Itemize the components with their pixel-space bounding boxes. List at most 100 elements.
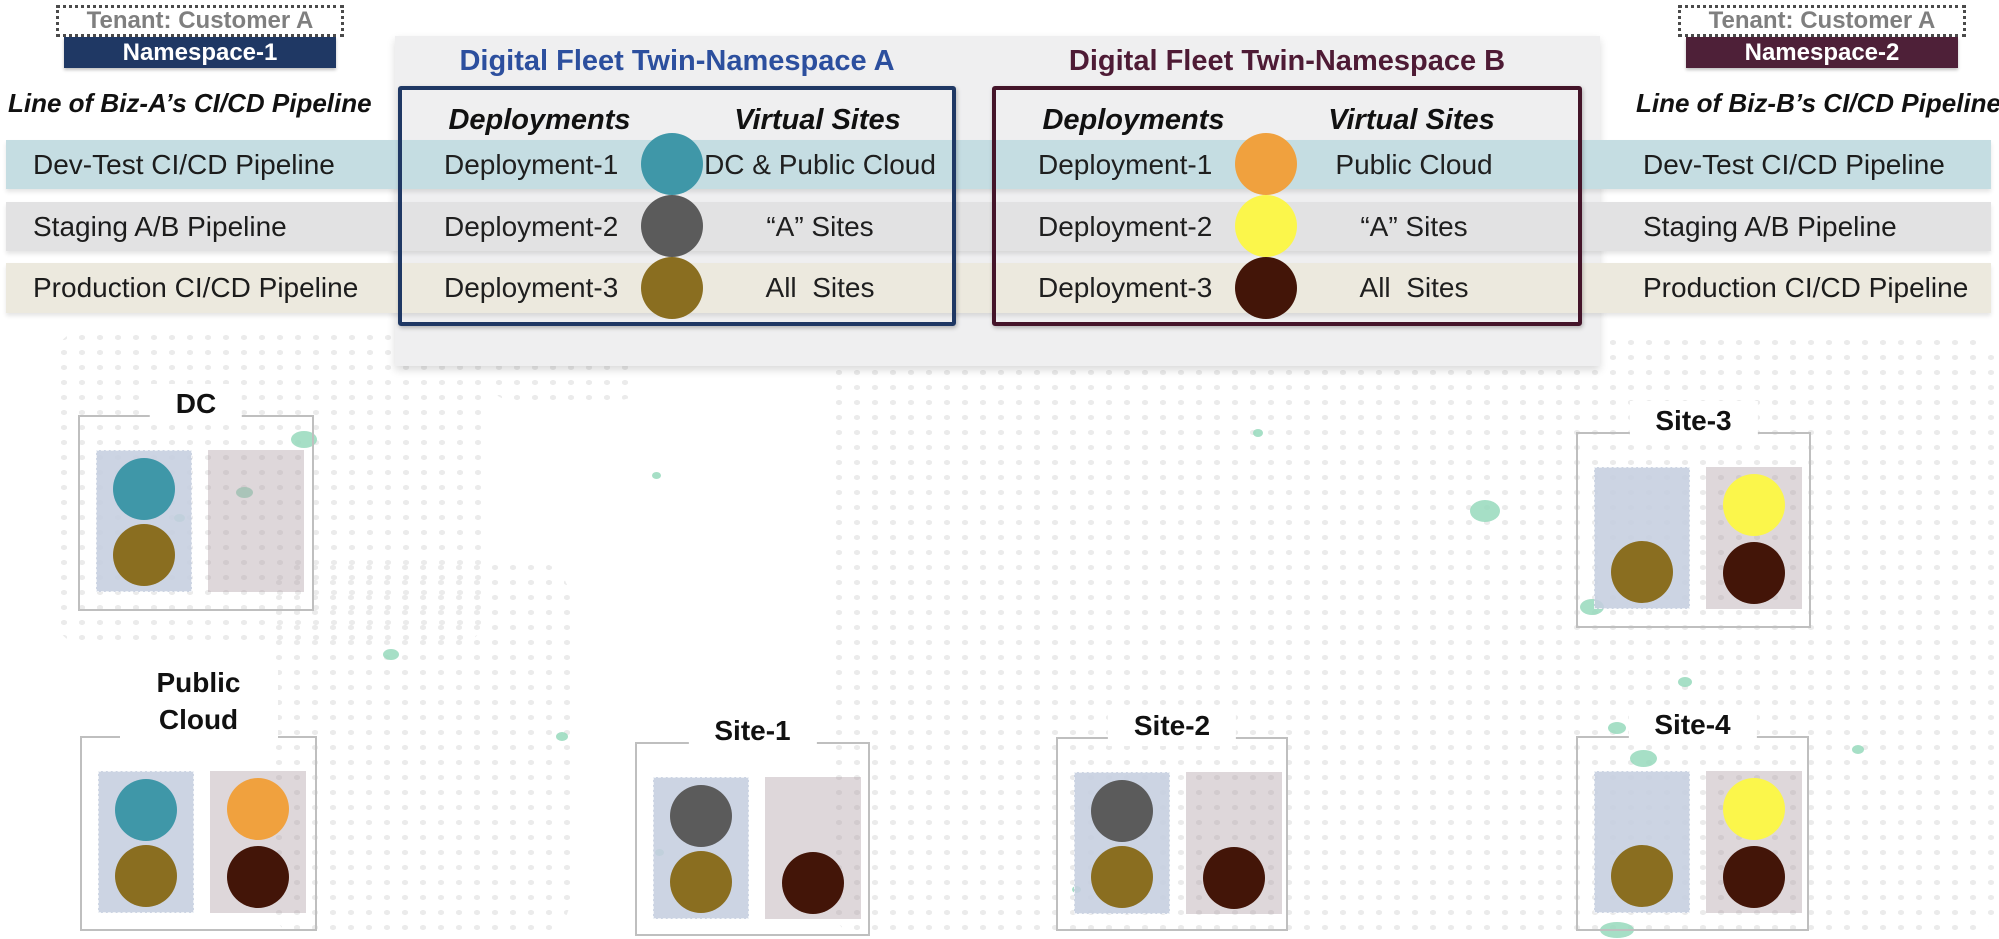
ns1-deployments-box bbox=[96, 450, 192, 592]
ns1-deployments-box bbox=[1594, 771, 1690, 913]
deployment-dot-yellow bbox=[1235, 195, 1297, 257]
tenant-badge-right: Tenant: Customer A bbox=[1678, 5, 1966, 37]
site-2: Site-2 bbox=[1056, 706, 1288, 931]
virtual-sites-label: All Sites bbox=[1359, 272, 1469, 303]
deployment-3-dot-brown bbox=[227, 846, 289, 908]
deployment-label: Deployment-1 bbox=[444, 149, 619, 180]
deployment-3-dot-olive bbox=[1091, 846, 1153, 908]
virtual-sites-label: DC & Public Cloud bbox=[704, 149, 936, 180]
fleet-b-row-3: Deployment-3 All Sites bbox=[996, 257, 1578, 319]
tenant-label: Tenant: Customer A bbox=[1708, 7, 1936, 34]
deployment-label: Deployment-1 bbox=[1038, 149, 1213, 180]
site-label: Site-4 bbox=[1628, 705, 1757, 745]
fleet-a-row-3: Deployment-3 All Sites bbox=[402, 257, 952, 319]
deployment-dot-olive bbox=[641, 257, 703, 319]
deployment-3-dot-olive bbox=[670, 851, 732, 913]
deployment-1-dot-teal bbox=[113, 458, 175, 520]
deployment-label: Deployment-2 bbox=[1038, 211, 1213, 242]
pipeline-band-staging bbox=[6, 202, 1991, 251]
deployment-3-dot-brown bbox=[1723, 542, 1785, 604]
site-3: Site-3 bbox=[1576, 401, 1811, 628]
site-label: DC bbox=[149, 384, 243, 424]
virtual-sites-label: Public Cloud bbox=[1335, 149, 1493, 180]
namespace-label: Namespace-2 bbox=[1744, 38, 1900, 66]
deployment-1-dot-orange bbox=[227, 778, 289, 840]
tenant-badge-left: Tenant: Customer A bbox=[56, 5, 344, 37]
ns2-deployments-box bbox=[208, 450, 304, 592]
ns2-deployments-box bbox=[1706, 771, 1802, 913]
deployment-dot-gray bbox=[641, 195, 703, 257]
site-public-cloud: Public Cloud bbox=[80, 664, 317, 931]
map-accent-dot bbox=[556, 732, 568, 741]
fleet-a-title: Digital Fleet Twin-Namespace A bbox=[459, 45, 895, 77]
pipeline-label-right-dev: Dev-Test CI/CD Pipeline bbox=[1643, 149, 1945, 180]
fleet-b-row-2: Deployment-2 “A” Sites bbox=[996, 195, 1578, 257]
lob-a-label: Line of Biz-A’s CI/CD Pipeline bbox=[8, 88, 372, 118]
ns1-deployments-box bbox=[1594, 467, 1690, 609]
fleet-b-table: Deployments Virtual Sites Deployment-1 P… bbox=[992, 86, 1582, 326]
deployment-3-dot-olive bbox=[115, 845, 177, 907]
ns1-deployments-box bbox=[1074, 772, 1170, 914]
map-region-eurasia-africa bbox=[830, 335, 1999, 939]
pipeline-label-left-dev: Dev-Test CI/CD Pipeline bbox=[33, 149, 335, 180]
deployment-label: Deployment-3 bbox=[1038, 272, 1213, 303]
site-label: Public Cloud bbox=[119, 664, 278, 738]
pipeline-band-dev-test bbox=[6, 140, 1991, 189]
ns2-deployments-box bbox=[765, 777, 861, 919]
fleet-a-col-deployments: Deployments bbox=[448, 104, 631, 136]
map-accent-dot bbox=[383, 649, 399, 660]
map-accent-dot bbox=[1678, 677, 1692, 687]
ns1-deployments-box bbox=[98, 771, 194, 913]
pipeline-label-left-stg: Staging A/B Pipeline bbox=[33, 211, 287, 242]
deployment-2-dot-yellow bbox=[1723, 474, 1785, 536]
deployment-3-dot-olive bbox=[1611, 845, 1673, 907]
deployment-3-dot-olive bbox=[113, 524, 175, 586]
namespace-2-badge: Namespace-2 bbox=[1686, 37, 1958, 68]
pipeline-label-right-prd: Production CI/CD Pipeline bbox=[1643, 272, 1969, 303]
ns2-deployments-box bbox=[1186, 772, 1282, 914]
lob-b-label: Line of Biz-B’s CI/CD Pipeline bbox=[1636, 88, 1999, 118]
virtual-sites-label: “A” Sites bbox=[1360, 211, 1468, 242]
map-accent-dot bbox=[1253, 429, 1263, 437]
site-label: Site-2 bbox=[1107, 706, 1237, 746]
pipeline-band-production bbox=[6, 263, 1991, 313]
site-4: Site-4 bbox=[1576, 705, 1809, 931]
fleet-a-col-virtual-sites: Virtual Sites bbox=[734, 104, 901, 136]
ns2-deployments-box bbox=[1706, 467, 1802, 609]
fleet-a-row-1: Deployment-1 DC & Public Cloud bbox=[402, 133, 952, 195]
deployment-2-dot-gray bbox=[1091, 780, 1153, 842]
fleet-b-row-1: Deployment-1 Public Cloud bbox=[996, 133, 1578, 195]
map-accent-dot bbox=[652, 472, 661, 479]
deployment-1-dot-teal bbox=[115, 779, 177, 841]
fleet-b-title: Digital Fleet Twin-Namespace B bbox=[1068, 45, 1506, 77]
fleet-a-table: Deployments Virtual Sites Deployment-1 D… bbox=[398, 86, 956, 326]
deployment-3-dot-olive bbox=[1611, 541, 1673, 603]
site-label: Site-1 bbox=[688, 711, 817, 751]
pipeline-label-left-prd: Production CI/CD Pipeline bbox=[33, 272, 359, 303]
ns2-deployments-box bbox=[210, 771, 306, 913]
map-accent-dot bbox=[1470, 500, 1500, 522]
fleet-b-col-deployments: Deployments bbox=[1042, 104, 1225, 136]
tenant-label: Tenant: Customer A bbox=[86, 7, 314, 34]
map-region-south-america bbox=[270, 560, 570, 939]
deployment-dot-orange bbox=[1235, 133, 1297, 195]
ns1-deployments-box bbox=[653, 777, 749, 919]
virtual-sites-label: All Sites bbox=[765, 272, 875, 303]
deployment-3-dot-brown bbox=[1723, 846, 1785, 908]
fleet-b-col-virtual-sites: Virtual Sites bbox=[1328, 104, 1495, 136]
deployment-label: Deployment-2 bbox=[444, 211, 619, 242]
map-accent-dot bbox=[1852, 745, 1864, 754]
pipeline-label-right-stg: Staging A/B Pipeline bbox=[1643, 211, 1897, 242]
deployment-3-dot-brown bbox=[1203, 847, 1265, 909]
site-dc: DC bbox=[78, 384, 314, 611]
deployment-dot-teal bbox=[641, 133, 703, 195]
deployment-2-dot-gray bbox=[670, 785, 732, 847]
deployment-3-dot-brown bbox=[782, 852, 844, 914]
map-accent-dot bbox=[291, 431, 317, 448]
deployment-2-dot-yellow bbox=[1723, 778, 1785, 840]
namespace-1-badge: Namespace-1 bbox=[64, 37, 336, 68]
deployment-label: Deployment-3 bbox=[444, 272, 619, 303]
virtual-sites-label: “A” Sites bbox=[766, 211, 874, 242]
map-accent-dot bbox=[1608, 722, 1626, 734]
